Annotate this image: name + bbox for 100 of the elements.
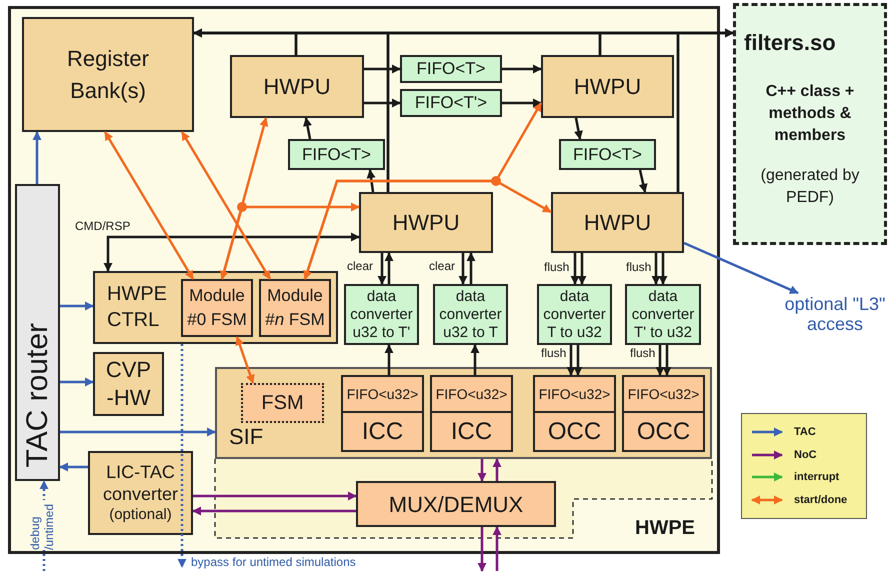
arrow <box>492 526 502 571</box>
arrow <box>570 253 580 285</box>
channel-box <box>341 375 424 452</box>
fsm-box <box>241 383 324 423</box>
arrow <box>478 527 486 572</box>
channel-box <box>622 375 705 452</box>
label-text: HWPU <box>574 73 642 101</box>
arrow <box>178 344 186 568</box>
legend-text: NoC <box>794 448 817 462</box>
converter-box <box>88 451 193 535</box>
label-text: FIFO<T> <box>416 58 486 80</box>
edge-label: bypass for untimed simulations <box>190 555 357 569</box>
label-text: CVP -HW <box>104 356 152 412</box>
label-text: (optional) <box>109 505 172 525</box>
label-text: filters.so <box>744 29 836 57</box>
arrow <box>574 118 583 140</box>
label-text: Register Bank(s) <box>66 44 150 104</box>
label-text: C++ class + methods & members <box>764 82 856 146</box>
label-text: MUX/DEMUX <box>388 490 524 518</box>
label-text: HWPU <box>584 209 652 237</box>
cvp-box <box>93 352 164 416</box>
label-text: FIFO<u32> <box>624 377 703 413</box>
legend-text: start/done <box>794 492 848 508</box>
channel-box <box>533 375 616 452</box>
legend-text: interrupt <box>794 470 840 485</box>
label-text: SIF <box>229 423 264 451</box>
router-box <box>15 184 60 481</box>
arrow <box>192 506 356 516</box>
arrow <box>652 253 660 285</box>
label-text: Module #n FSM <box>264 285 326 331</box>
label-text: FIFO<u32> <box>535 377 614 413</box>
mux-box <box>356 481 556 527</box>
label-text: ICC <box>450 416 494 446</box>
label-text: HWPU <box>392 209 460 237</box>
edge-label: CMD/RSP <box>74 219 132 233</box>
fifo-box <box>400 55 502 83</box>
label-text: FSM <box>261 391 304 416</box>
library-box <box>733 3 887 245</box>
edge-label: flush <box>540 346 568 360</box>
legend-text: TAC <box>794 425 816 440</box>
hwpu-box <box>230 55 364 118</box>
label-text: optional "L3" access <box>784 294 886 334</box>
arrow <box>378 253 386 285</box>
arrow <box>458 253 468 285</box>
label-text: data converter T to u32 <box>542 288 607 342</box>
edge-label: clear <box>346 259 374 273</box>
label-text: TAC router <box>20 322 54 467</box>
arrow <box>676 28 734 192</box>
label-text: ICC <box>360 416 404 446</box>
edge-label: debug /untimed <box>28 500 56 550</box>
label-text: Module #0 FSM <box>186 285 248 331</box>
arrow <box>578 253 586 285</box>
arrow <box>220 202 360 280</box>
register-bank-box <box>22 17 194 132</box>
arrow <box>638 170 648 193</box>
arrow <box>366 169 376 192</box>
arrow <box>60 302 94 310</box>
arrow <box>466 252 476 284</box>
label-text: HWPE CTRL <box>107 282 168 333</box>
fsm-box <box>181 279 253 337</box>
fifo-box <box>559 139 656 170</box>
label-text: FIFO<u32> <box>432 377 511 413</box>
arrow <box>384 344 394 375</box>
arrow <box>502 98 542 108</box>
label-text: FIFO<T> <box>573 144 642 166</box>
hwpu-box <box>541 55 674 118</box>
hwpu-box <box>551 192 684 253</box>
fifo-box <box>288 139 385 170</box>
edge-label: flush <box>543 260 570 274</box>
arrow <box>32 131 42 184</box>
label-text: (generated by PEDF) <box>760 166 860 208</box>
label-text: FIFO<T> <box>302 144 371 166</box>
fifo-box <box>400 89 502 117</box>
arrow <box>193 492 357 500</box>
arrow <box>60 428 216 436</box>
label-text: data converter T' to u32 <box>630 288 696 342</box>
label-text: OCC <box>546 416 602 446</box>
label-text: data converter u32 to T <box>438 288 503 342</box>
arrow <box>303 180 552 280</box>
arrow <box>658 253 668 285</box>
fsm-box <box>259 279 331 337</box>
label-text: HWPU <box>263 73 331 101</box>
sif-box <box>215 367 712 459</box>
label-text: FIFO<T'> <box>414 92 488 114</box>
edge-label: flush <box>629 346 656 360</box>
controller-box <box>93 271 338 344</box>
arrow <box>104 232 360 272</box>
arrow <box>502 64 542 74</box>
label-text: HWPE <box>635 516 695 541</box>
channel-box <box>430 375 513 452</box>
arrow <box>364 64 401 74</box>
arrow <box>662 345 672 376</box>
arrow <box>566 345 576 376</box>
edge-label: flush <box>625 260 652 274</box>
label-text: FIFO<u32> <box>343 377 422 413</box>
arrow <box>574 345 582 376</box>
arrow <box>220 117 268 280</box>
arrow <box>59 462 88 472</box>
arrow <box>60 378 94 386</box>
arrow <box>384 252 394 284</box>
